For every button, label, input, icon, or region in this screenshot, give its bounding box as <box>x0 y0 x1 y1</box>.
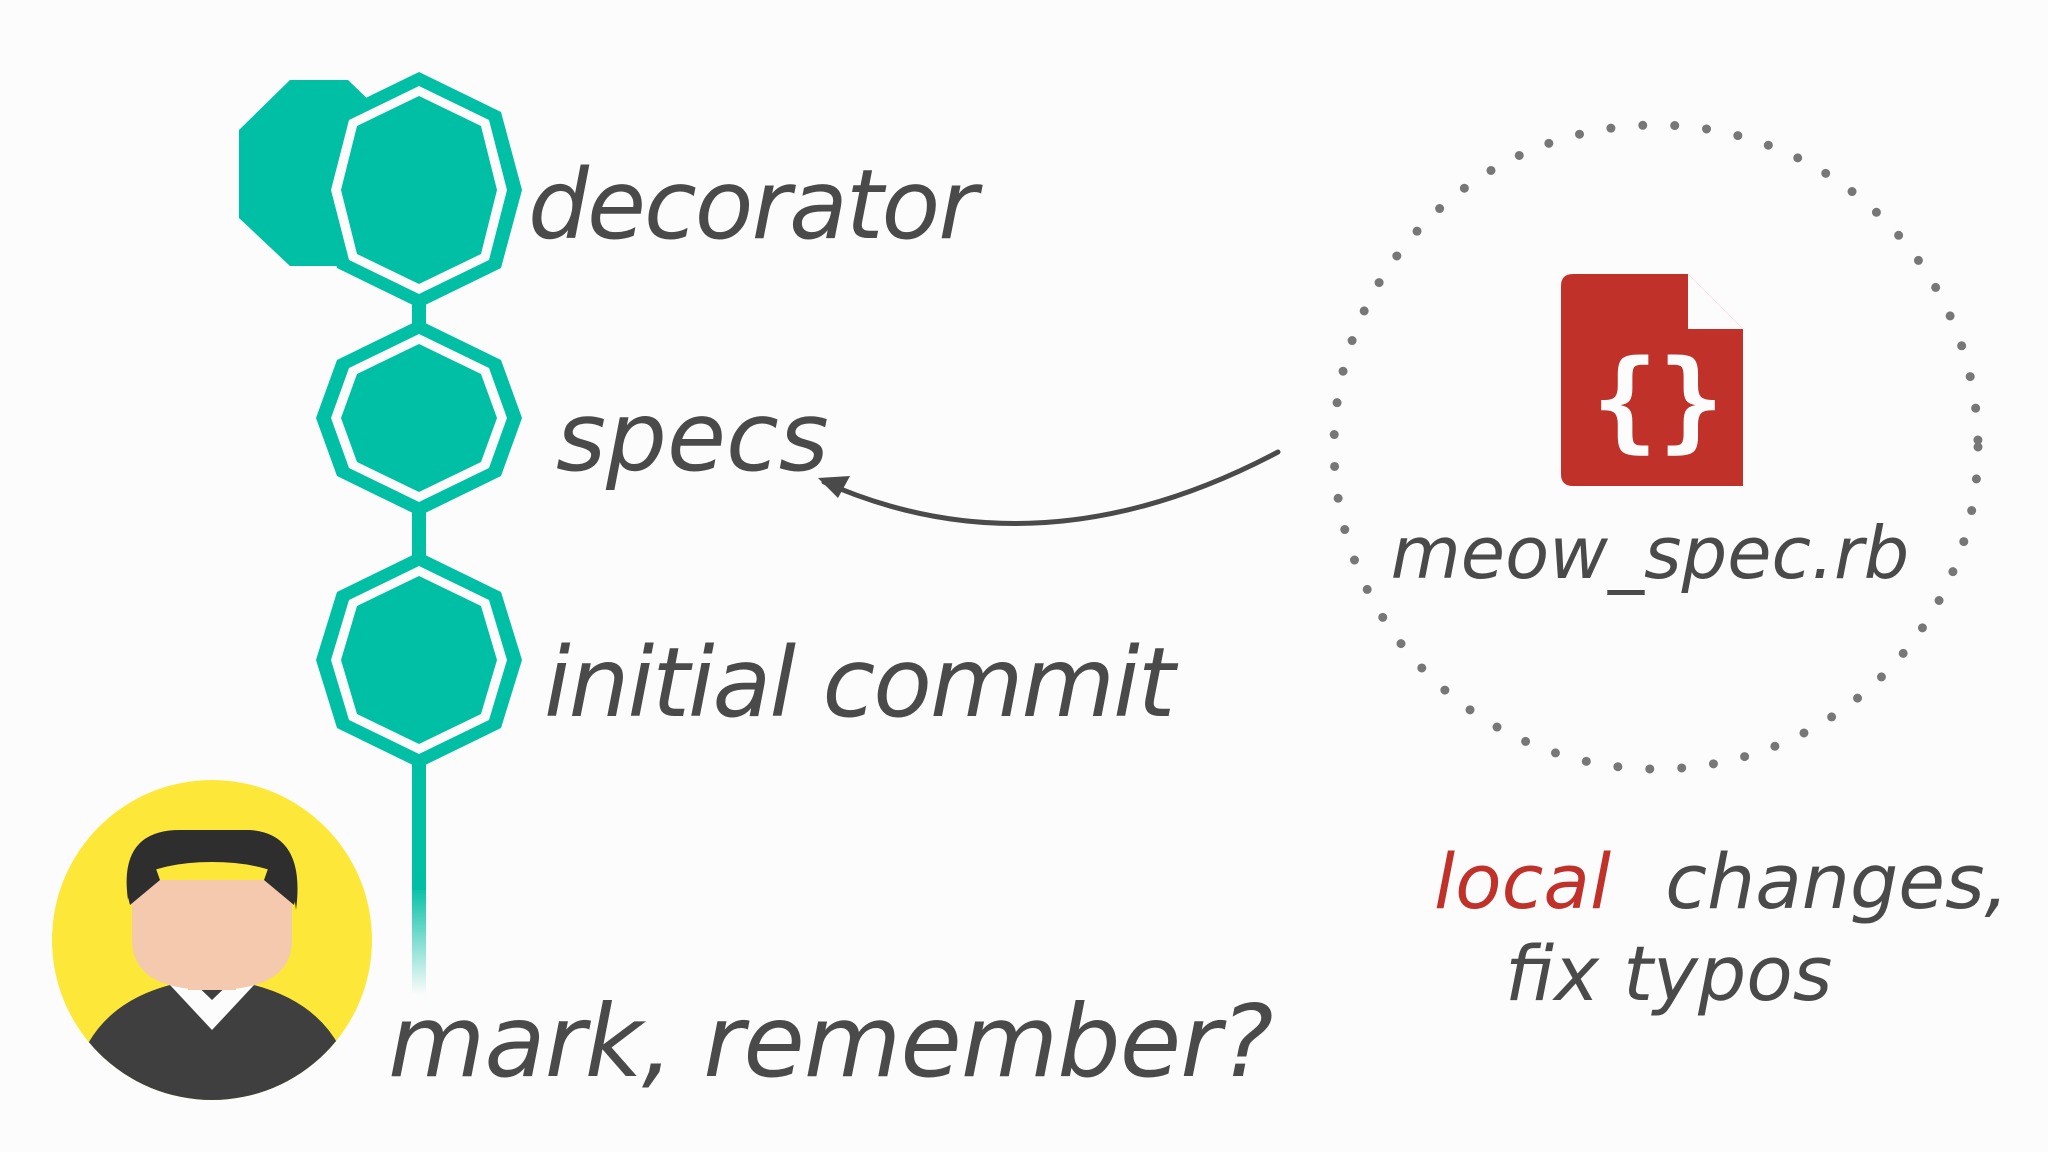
commit-node-2 <box>316 320 522 516</box>
commit-label-initial-commit: initial commit <box>544 627 1179 739</box>
commit-label-decorator: decorator <box>528 149 983 261</box>
file-name: meow_spec.rb <box>1391 511 1910 595</box>
arrow <box>818 449 1281 527</box>
code-braces-glyph: {} <box>1592 336 1724 464</box>
person-avatar-icon <box>52 780 372 1100</box>
changes-line-1: local changes, <box>1434 837 2009 926</box>
local-highlight: local <box>1434 837 1611 926</box>
changes-line-2: fix typos <box>1505 929 1832 1018</box>
person-caption: mark, remember? <box>388 983 1272 1100</box>
changes-rest: changes, <box>1665 837 2008 926</box>
commit-node-3 <box>316 552 522 768</box>
commit-nodes <box>316 72 522 768</box>
commit-label-specs: specs <box>556 381 829 493</box>
code-file-icon: {} <box>1561 274 1743 486</box>
commit-node-1 <box>316 72 522 308</box>
dotted-circle <box>1329 120 1983 774</box>
changes-caption: local changes, fix typos <box>1434 837 2009 1018</box>
